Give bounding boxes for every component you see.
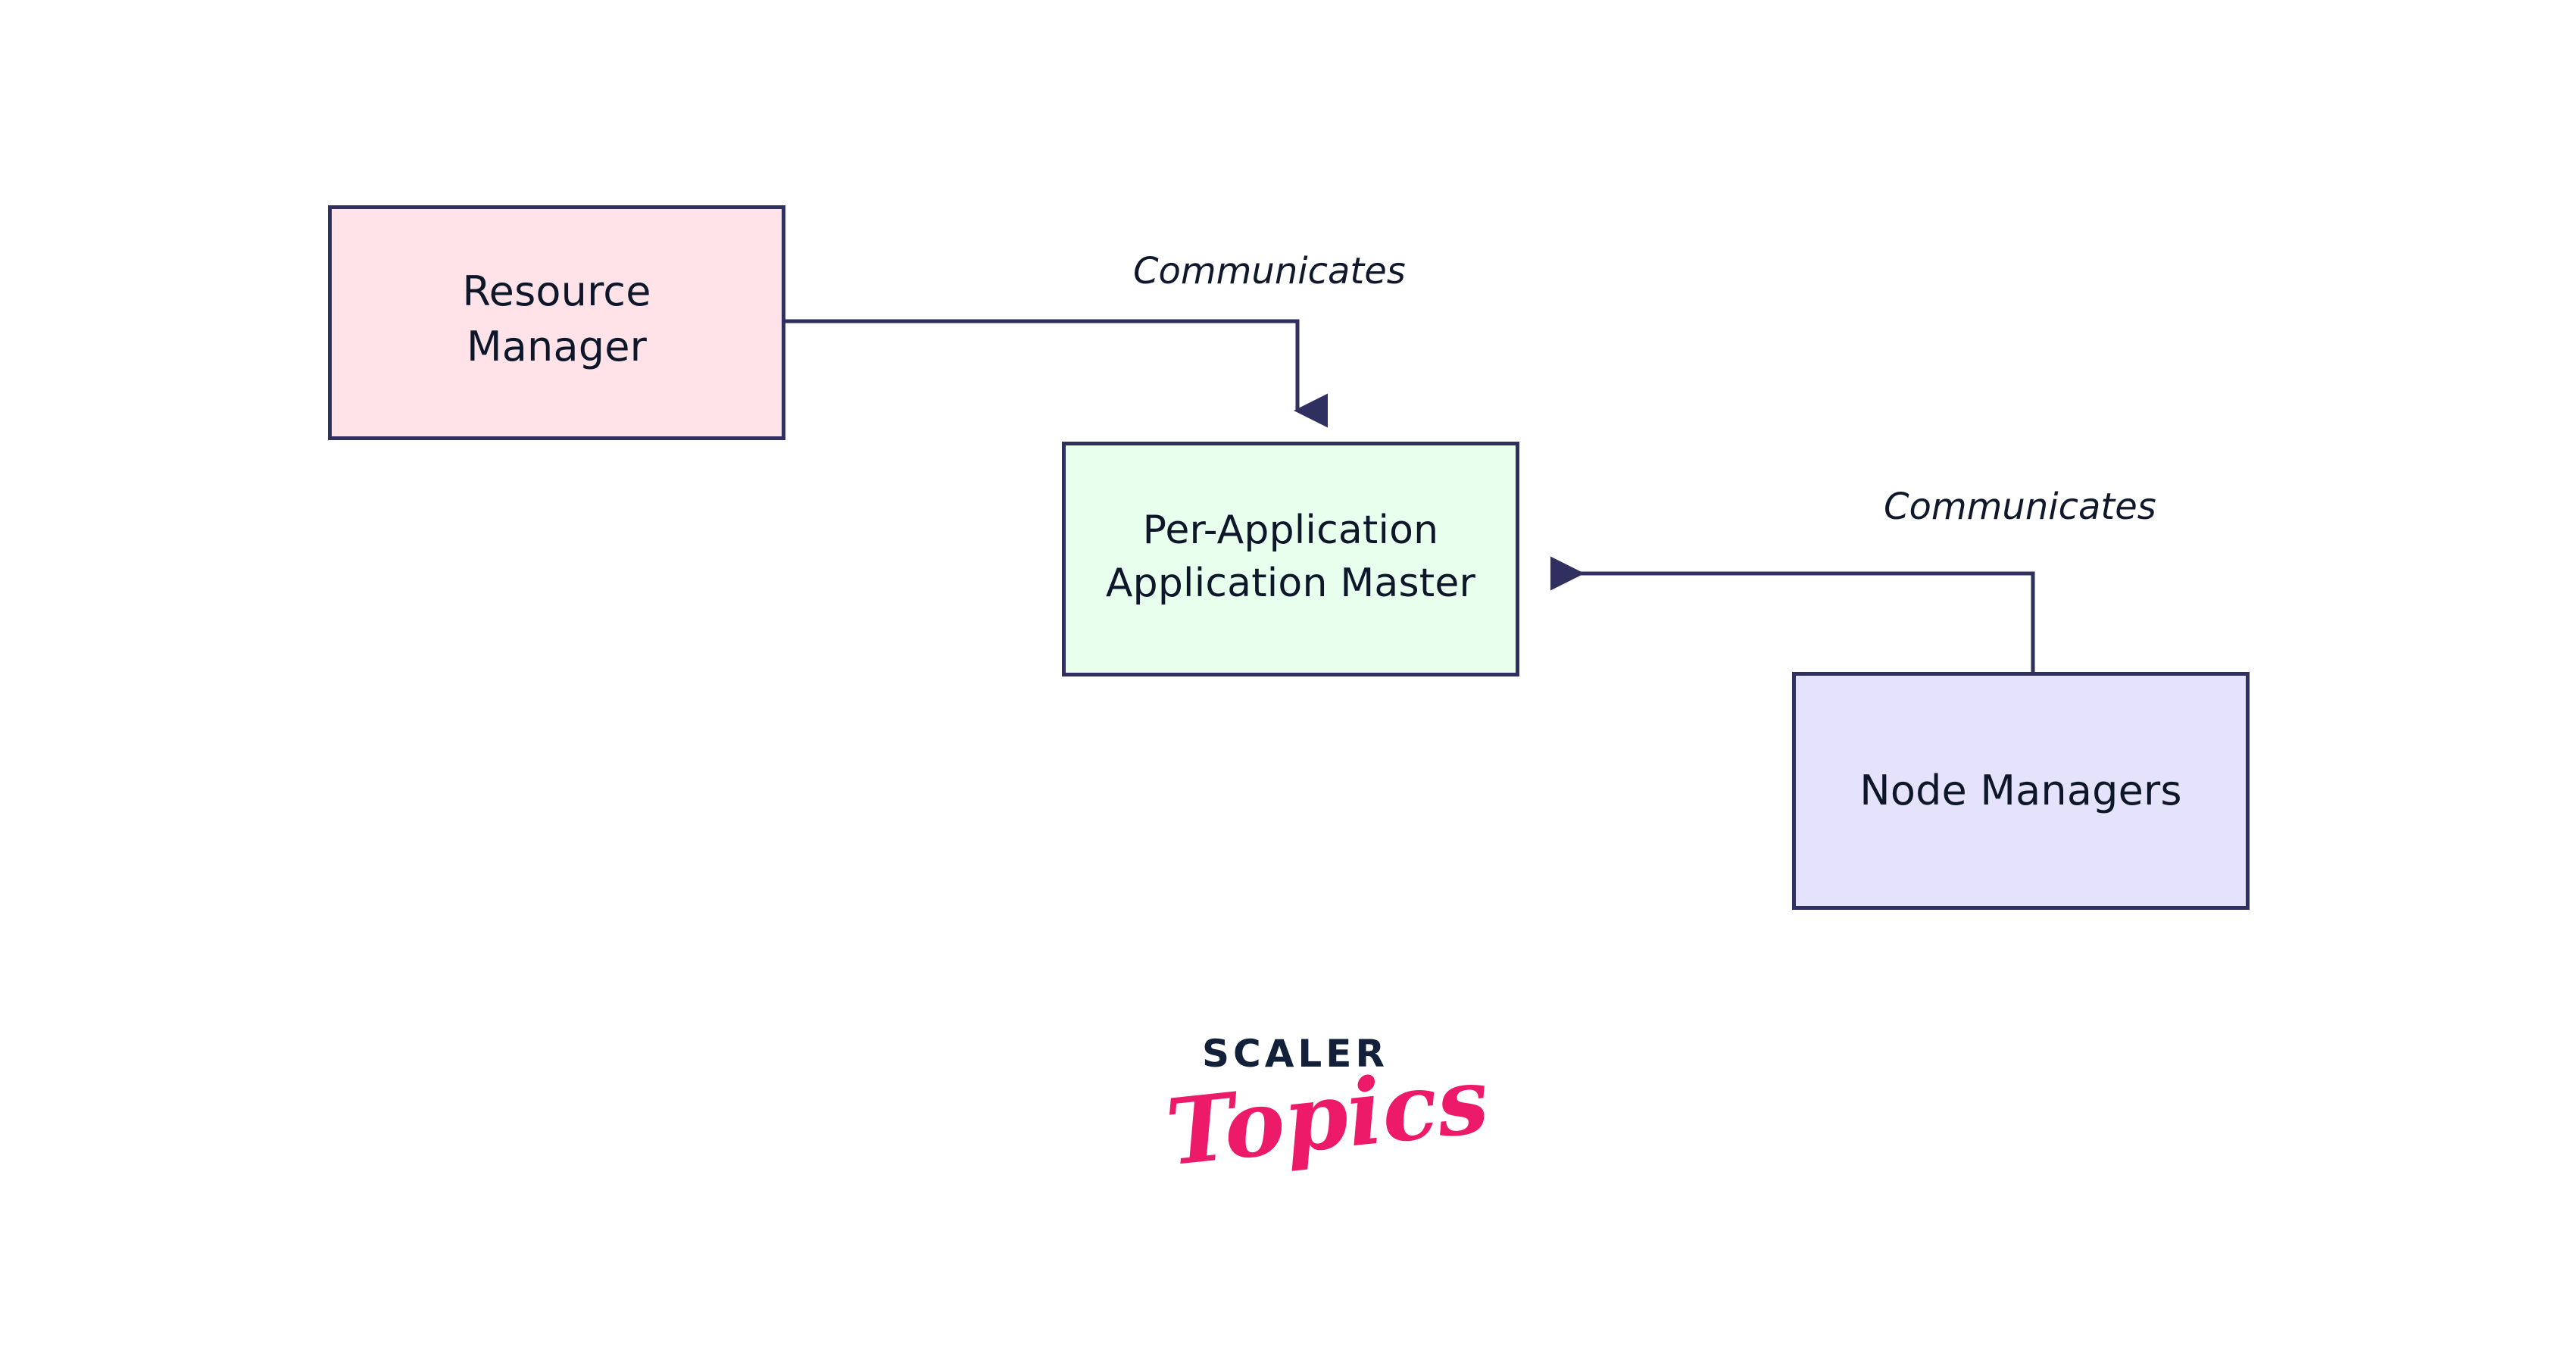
node-resource-manager-label: Resource Manager (462, 267, 651, 370)
edge-nm-to-am (1550, 556, 2035, 672)
edge-label-nm-to-am: Communicates (1884, 486, 2156, 528)
node-application-master[interactable]: Per-Application Application Master (1062, 442, 1519, 676)
edge-label-rm-to-am: Communicates (1133, 250, 1406, 292)
node-application-master-label: Per-Application Application Master (1105, 507, 1476, 606)
node-node-managers[interactable]: Node Managers (1792, 672, 2250, 910)
node-node-managers-label: Node Managers (1859, 766, 2182, 814)
scaler-wordmark: SCALER (1202, 1032, 1388, 1076)
scaler-topics-logo: SCALER Topics (1162, 1032, 1494, 1229)
node-resource-manager[interactable]: Resource Manager (328, 205, 785, 440)
edge-rm-to-am (785, 319, 1328, 428)
